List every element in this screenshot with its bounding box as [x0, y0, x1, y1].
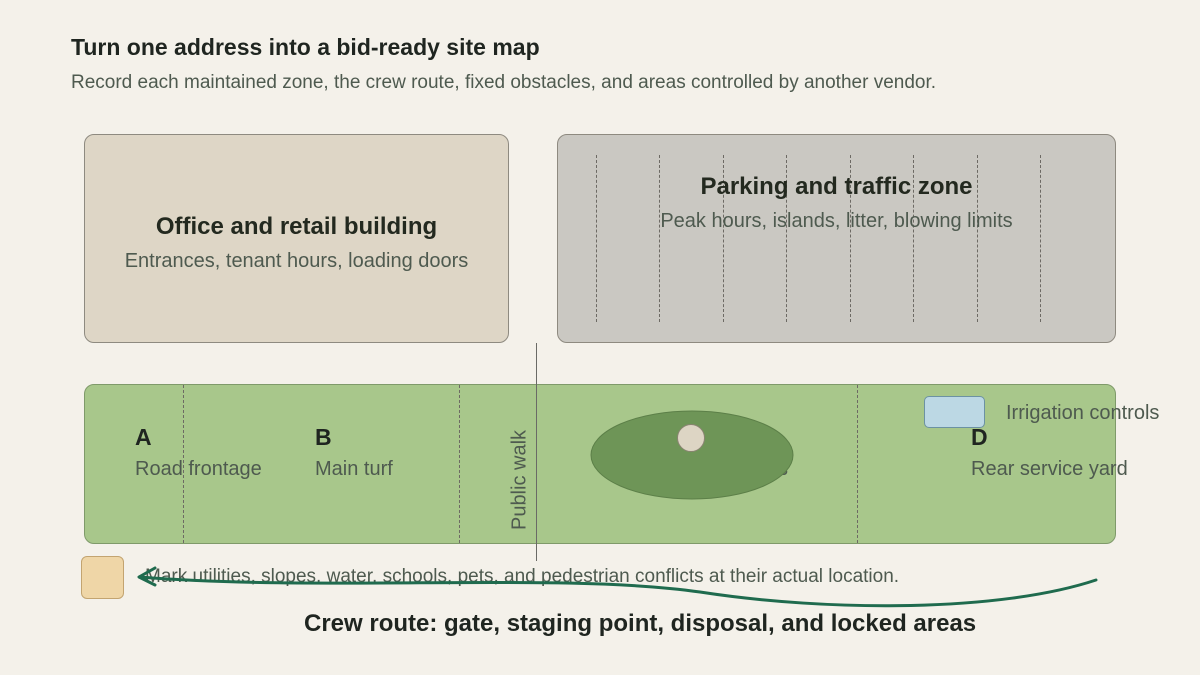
public-walk-line	[536, 343, 537, 561]
zone-b-name: Main turf	[315, 458, 393, 480]
zone-divider	[183, 385, 184, 543]
irrigation-controls-marker[interactable]	[924, 396, 985, 428]
parking-stall-line	[977, 155, 978, 322]
zone-d-letter: D	[971, 424, 988, 450]
parking-stall-line	[659, 155, 660, 322]
zone-c-letter: C	[740, 424, 757, 450]
parking-stall-line	[913, 155, 914, 322]
parking-subtitle: Peak hours, islands, litter, blowing lim…	[660, 210, 1013, 232]
parking-zone-area[interactable]: Parking and traffic zone Peak hours, isl…	[557, 134, 1116, 343]
parking-stall-line	[723, 155, 724, 322]
zone-a-name: Road frontage	[135, 458, 262, 480]
zone-c-name: s	[778, 458, 788, 480]
crew-route-caption: Crew route: gate, staging point, disposa…	[304, 610, 977, 637]
site-note: Mark utilities, slopes, water, schools, …	[145, 566, 900, 587]
parking-title: Parking and traffic zone	[700, 173, 973, 200]
parking-stall-line	[850, 155, 851, 322]
staging-point-marker[interactable]	[81, 556, 124, 599]
irrigation-controls-label: Irrigation controls	[1006, 402, 1160, 424]
office-building-area[interactable]: Office and retail building Entrances, te…	[84, 134, 509, 343]
office-subtitle: Entrances, tenant hours, loading doors	[124, 250, 469, 272]
parking-stall-line	[1040, 155, 1041, 322]
page-subtitle: Record each maintained zone, the crew ro…	[71, 72, 937, 93]
page-title: Turn one address into a bid-ready site m…	[71, 34, 540, 60]
zone-a-letter: A	[135, 424, 152, 450]
zone-divider	[459, 385, 460, 543]
parking-stall-line	[596, 155, 597, 322]
zone-b-letter: B	[315, 424, 332, 450]
zone-d-name: Rear service yard	[971, 458, 1128, 480]
parking-stall-line	[786, 155, 787, 322]
office-title: Office and retail building	[155, 213, 438, 240]
zone-divider	[857, 385, 858, 543]
public-walk-label: Public walk	[508, 429, 531, 531]
